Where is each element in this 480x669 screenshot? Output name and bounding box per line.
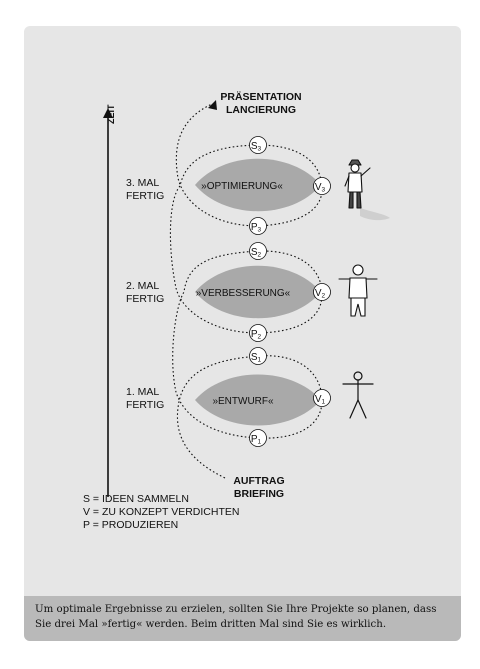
svg-text:V2: V2 [315, 288, 326, 300]
time-axis-arrowhead [103, 108, 113, 118]
stick-figure-icon [342, 371, 374, 419]
svg-text:P1: P1 [251, 434, 262, 446]
legend: S = IDEEN SAMMELN V = ZU KONZEPT VERDICH… [83, 493, 239, 532]
phase-label-3-line-1: 3. MAL [126, 177, 159, 189]
svg-text:V3: V3 [315, 182, 326, 194]
caption-bar: Um optimale Ergebnisse zu erzielen, soll… [24, 596, 461, 641]
node-s3: S3 [249, 136, 267, 154]
spiral-arrowhead [208, 100, 217, 110]
phase-label-1-line-2: FERTIG [126, 399, 164, 411]
node-p1: P1 [249, 429, 267, 447]
outlined-figure-icon [338, 264, 378, 317]
svg-text:S3: S3 [251, 141, 262, 153]
node-v3: V3 [313, 177, 331, 195]
node-s2: S2 [249, 242, 267, 260]
svg-text:P2: P2 [251, 329, 262, 341]
phase-label-3-line-2: FERTIG [126, 190, 164, 202]
caption-text: Um optimale Ergebnisse zu erzielen, soll… [35, 604, 437, 630]
svg-text:V1: V1 [315, 394, 326, 406]
bottom-label-line-2: BRIEFING [234, 488, 284, 500]
phase-label-2-line-1: 2. MAL [126, 280, 159, 292]
node-p3: P3 [249, 217, 267, 235]
time-axis-label: ZEIT [106, 104, 116, 124]
top-label-line-2: LANCIERUNG [226, 104, 296, 116]
center-label-entwurf: »ENTWURF« [212, 396, 274, 407]
legend-item-v: V = ZU KONZEPT VERDICHTEN [83, 506, 240, 518]
detailed-figure-icon [344, 159, 390, 221]
legend-item-s: S = IDEEN SAMMELN [83, 493, 189, 505]
center-label-optimierung: »OPTIMIERUNG« [201, 181, 283, 192]
lens-entwurf [195, 374, 321, 426]
node-v1: V1 [313, 389, 331, 407]
svg-text:P3: P3 [251, 222, 262, 234]
legend-item-p: P = PRODUZIEREN [83, 519, 179, 531]
figure-card [24, 26, 461, 641]
phase-label-1-line-1: 1. MAL [126, 386, 159, 398]
node-v2: V2 [313, 283, 331, 301]
caption-container: Um optimale Ergebnisse zu erzielen, soll… [24, 26, 461, 641]
svg-text:S2: S2 [251, 247, 262, 259]
top-label-line-1: PRÄSENTATION [220, 90, 301, 103]
node-p2: P2 [249, 324, 267, 342]
center-label-verbesserung: »VERBESSERUNG« [196, 288, 291, 299]
lens-optimierung [195, 158, 321, 212]
lens-verbesserung [195, 265, 321, 319]
bottom-label-line-1: AUFTRAG [233, 475, 284, 487]
svg-text:S1: S1 [251, 352, 262, 364]
phase-label-2-line-2: FERTIG [126, 293, 164, 305]
node-s1: S1 [249, 347, 267, 365]
